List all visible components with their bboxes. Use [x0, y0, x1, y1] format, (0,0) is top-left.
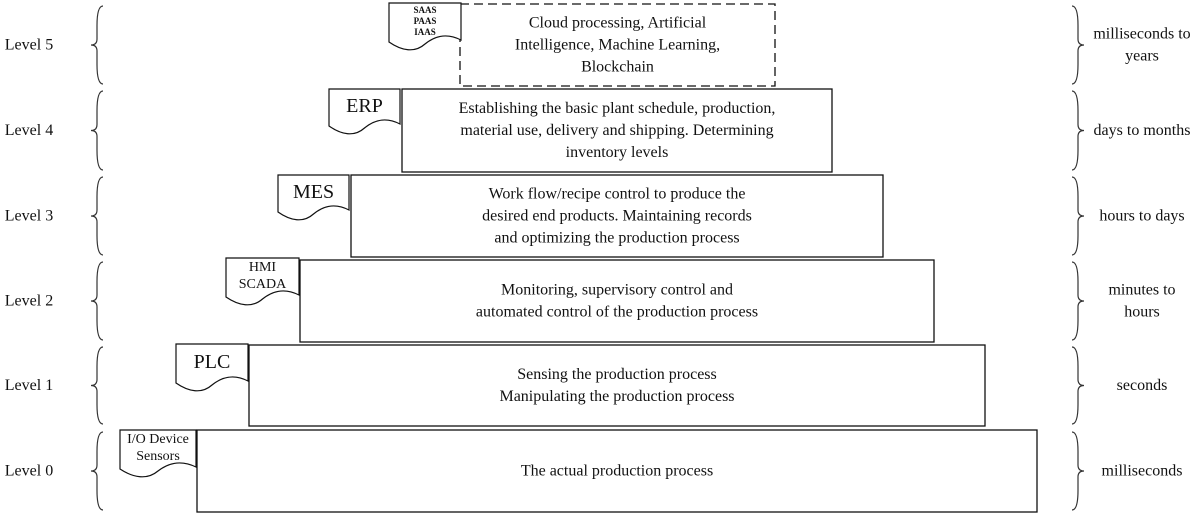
system-badge [277, 174, 350, 221]
pyramid-level: Level 5 [5, 2, 1085, 87]
level-description: Work flow/recipe control to produce the [489, 186, 746, 203]
level-box [459, 3, 776, 87]
right-brace [1071, 90, 1085, 171]
level-label: Level 5 [5, 37, 53, 54]
system-label: I/O Device [127, 432, 189, 447]
pyramid-level: Level 2 [5, 257, 1085, 343]
level-description: Blockchain [581, 59, 654, 76]
level-label: Level 1 [5, 377, 53, 394]
level-label: Level 3 [5, 208, 53, 225]
level-box [299, 259, 935, 343]
right-brace [1071, 346, 1085, 425]
pyramid-level: Level 0 [5, 429, 1085, 513]
system-badge [119, 429, 197, 478]
system-badge [388, 2, 462, 51]
level-description: desired end products. Maintaining record… [482, 208, 752, 225]
level-description: material use, delivery and shipping. Det… [460, 122, 773, 139]
time-scale: milliseconds [1102, 463, 1183, 480]
time-scale: seconds [1117, 377, 1168, 394]
right-brace [1071, 176, 1085, 256]
left-brace [90, 90, 104, 171]
level-box [196, 429, 1038, 513]
level-label: Level 0 [5, 463, 53, 480]
level-description: and optimizing the production process [494, 230, 739, 247]
level-description: inventory levels [566, 144, 669, 161]
right-brace [1071, 261, 1085, 341]
pyramid-level: Level 4 [5, 88, 1085, 173]
system-badge [328, 88, 401, 135]
system-label: PLC [194, 351, 231, 373]
left-brace [90, 176, 104, 256]
level-box [248, 344, 986, 427]
system-badge [225, 257, 300, 306]
pyramid-level: Level 1 [5, 343, 1085, 427]
level-description: The actual production process [521, 463, 713, 480]
system-label: Sensors [136, 449, 180, 464]
level-box [401, 88, 833, 173]
left-brace [90, 261, 104, 341]
time-scale: hours to days [1099, 208, 1184, 225]
level-description: Manipulating the production process [499, 388, 734, 405]
system-label: ERP [346, 95, 383, 117]
system-label: PAAS [414, 16, 437, 26]
system-badge [175, 343, 249, 392]
level-description: Intelligence, Machine Learning, [515, 37, 720, 54]
pyramid-level: Level 3 [5, 174, 1085, 258]
level-description: Establishing the basic plant schedule, p… [459, 100, 776, 117]
level-label: Level 2 [5, 293, 53, 310]
left-brace [90, 346, 104, 425]
left-brace [90, 431, 104, 511]
time-scale: years [1125, 48, 1159, 65]
level-description: Sensing the production process [517, 366, 717, 383]
right-brace [1071, 431, 1085, 511]
system-label: SCADA [239, 277, 287, 292]
level-box [350, 174, 884, 258]
right-brace [1071, 5, 1085, 85]
time-scale: hours [1124, 304, 1160, 321]
system-label: IAAS [414, 27, 436, 37]
system-label: HMI [249, 260, 277, 275]
time-scale: minutes to [1108, 282, 1175, 299]
time-scale: days to months [1094, 122, 1191, 139]
system-label: MES [293, 181, 334, 203]
time-scale: milliseconds to [1093, 26, 1190, 43]
level-description: automated control of the production proc… [476, 304, 758, 321]
level-description: Monitoring, supervisory control and [501, 282, 733, 299]
system-label: SAAS [413, 5, 436, 15]
level-description: Cloud processing, Artificial [529, 15, 707, 32]
level-label: Level 4 [5, 122, 53, 139]
left-brace [90, 5, 104, 85]
